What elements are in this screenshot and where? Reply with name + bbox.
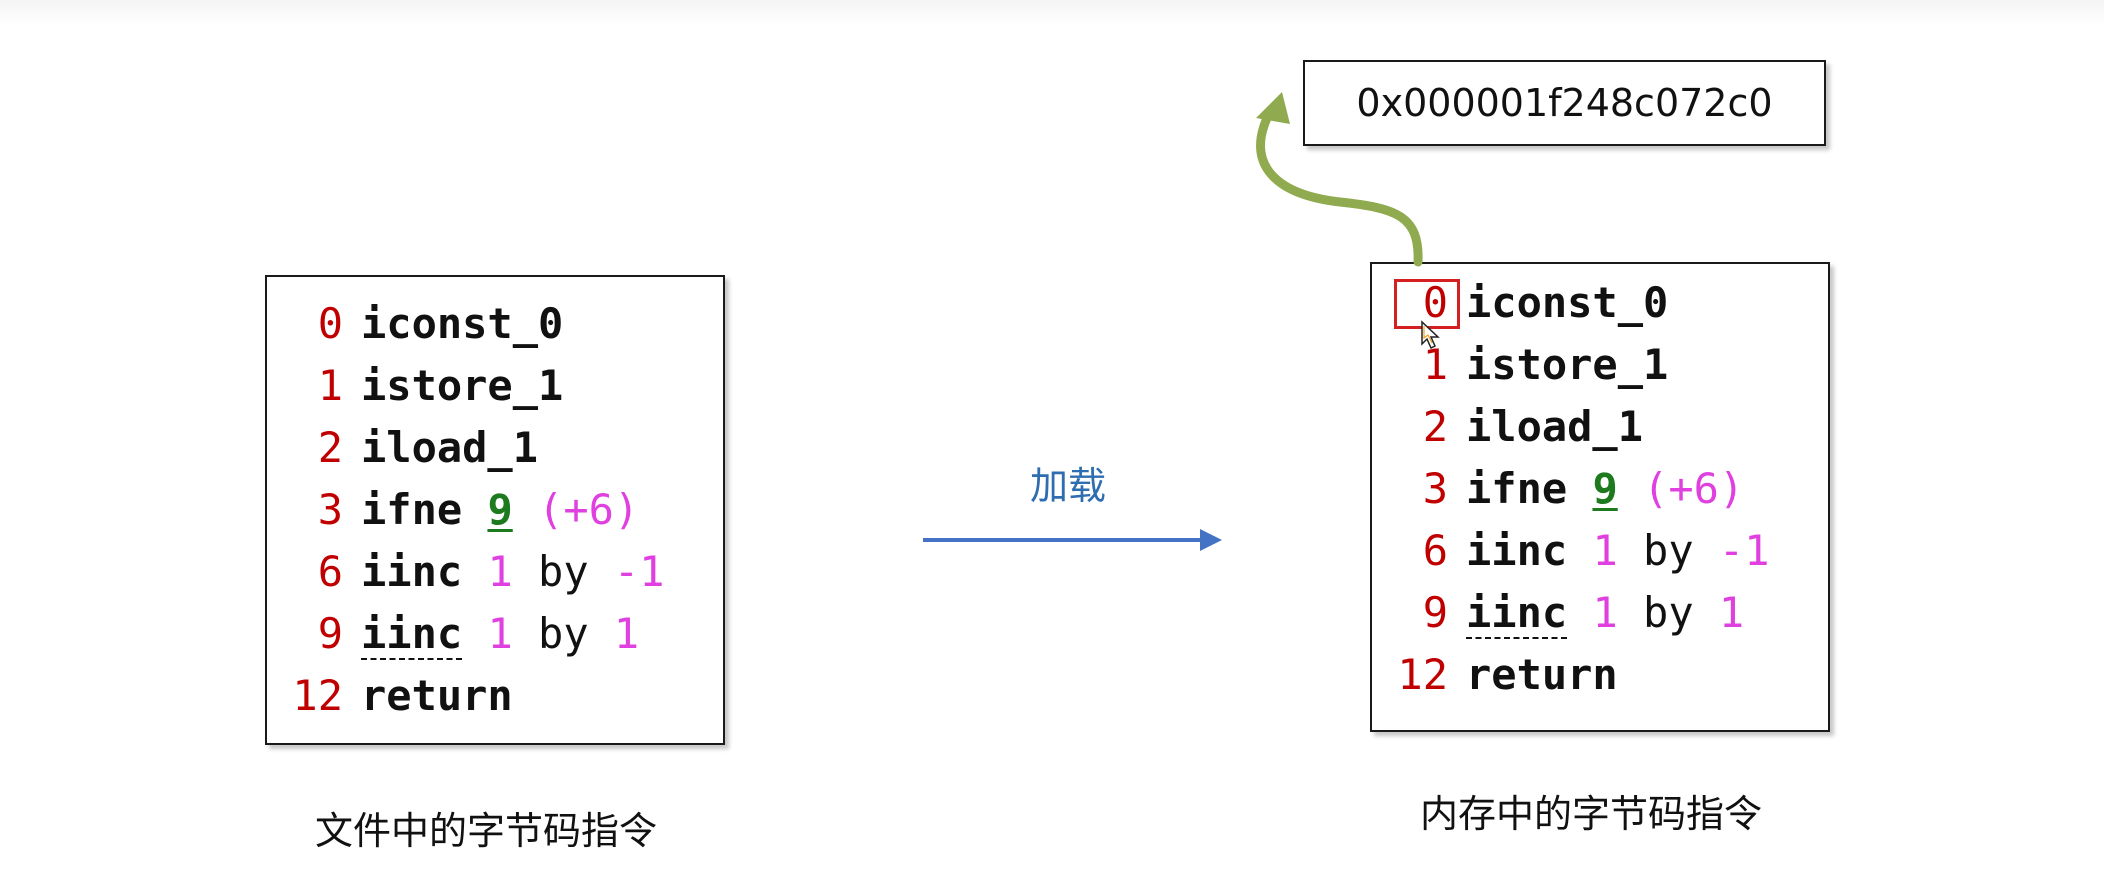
operand-index: 1 (487, 609, 513, 658)
opcode: return (1466, 650, 1618, 699)
jump-delta: (+6) (538, 485, 640, 534)
bytecode-row: 0 iconst_0 (267, 293, 564, 355)
load-arrow (923, 529, 1222, 551)
opcode: iinc (361, 547, 463, 596)
operand-const: 1 (1718, 588, 1745, 637)
offset: 6 (317, 547, 343, 596)
top-band (0, 0, 2104, 26)
memory-bytecode-box: 0 iconst_0 1 istore_1 2 iload_1 3 ifne 9 (+6… (1370, 262, 1830, 732)
opcode: istore_1 (361, 361, 564, 410)
offset: 3 (1422, 464, 1448, 513)
bytecode-row: 1 istore_1 (267, 355, 564, 417)
operand-by: by (538, 547, 589, 596)
offset: 3 (317, 485, 343, 534)
memory-bytecode-caption: 内存中的字节码指令 (1420, 792, 1763, 836)
opcode: return (361, 671, 513, 720)
bytecode-row: 12 return (1372, 644, 1618, 706)
jump-delta: (+6) (1643, 464, 1745, 513)
opcode: iinc (1466, 588, 1568, 637)
bytecode-row: 6 iinc 1 by -1 (267, 541, 665, 603)
operand-index: 1 (1592, 588, 1618, 637)
opcode: iload_1 (361, 423, 539, 472)
bytecode-row: 6 iinc 1 by -1 (1372, 520, 1770, 582)
operand-const: -1 (613, 547, 665, 596)
bytecode-row: 12 return (267, 665, 513, 727)
opcode: iload_1 (1466, 402, 1644, 451)
bytecode-row: 2 iload_1 (1372, 396, 1643, 458)
file-bytecode-box: 0 iconst_0 1 istore_1 2 iload_1 3 ifne 9 (+6… (265, 275, 725, 745)
operand-index: 1 (1592, 526, 1618, 575)
operand-by: by (1643, 588, 1694, 637)
opcode: istore_1 (1466, 340, 1669, 389)
memory-address-box: 0x000001f248c072c0 (1303, 60, 1826, 146)
bytecode-row: 9 iinc 1 by 1 (267, 603, 640, 665)
offset: 0 (1422, 278, 1448, 327)
offset: 2 (317, 423, 343, 472)
opcode: iinc (361, 609, 463, 658)
operand-by: by (1643, 526, 1694, 575)
opcode: ifne (1466, 464, 1568, 513)
offset: 1 (1422, 340, 1448, 389)
pointer-arrow (1256, 92, 1423, 267)
jump-target: 9 (487, 485, 513, 534)
offset: 6 (1422, 526, 1448, 575)
offset: 0 (317, 299, 343, 348)
bytecode-row: 9 iinc 1 by 1 (1372, 582, 1745, 644)
operand-by: by (538, 609, 589, 658)
opcode: ifne (361, 485, 463, 534)
operand-const: 1 (613, 609, 640, 658)
operand-index: 1 (487, 547, 513, 596)
jump-target: 9 (1592, 464, 1618, 513)
bytecode-row: 1 istore_1 (1372, 334, 1669, 396)
opcode: iinc (1466, 526, 1568, 575)
bytecode-row: 0 iconst_0 (1372, 272, 1669, 334)
offset: 9 (1422, 588, 1448, 637)
load-label: 加载 (1030, 464, 1107, 508)
bytecode-row: 2 iload_1 (267, 417, 538, 479)
mouse-cursor-icon (1421, 320, 1440, 350)
bytecode-row: 3 ifne 9 (+6) (267, 479, 640, 541)
offset: 2 (1422, 402, 1448, 451)
operand-const: -1 (1718, 526, 1770, 575)
opcode: iconst_0 (361, 299, 564, 348)
offset: 12 (292, 671, 343, 720)
offset: 9 (317, 609, 343, 658)
file-bytecode-caption: 文件中的字节码指令 (315, 809, 658, 853)
offset: 12 (1397, 650, 1448, 699)
opcode: iconst_0 (1466, 278, 1669, 327)
bytecode-row: 3 ifne 9 (+6) (1372, 458, 1745, 520)
offset: 1 (317, 361, 343, 410)
